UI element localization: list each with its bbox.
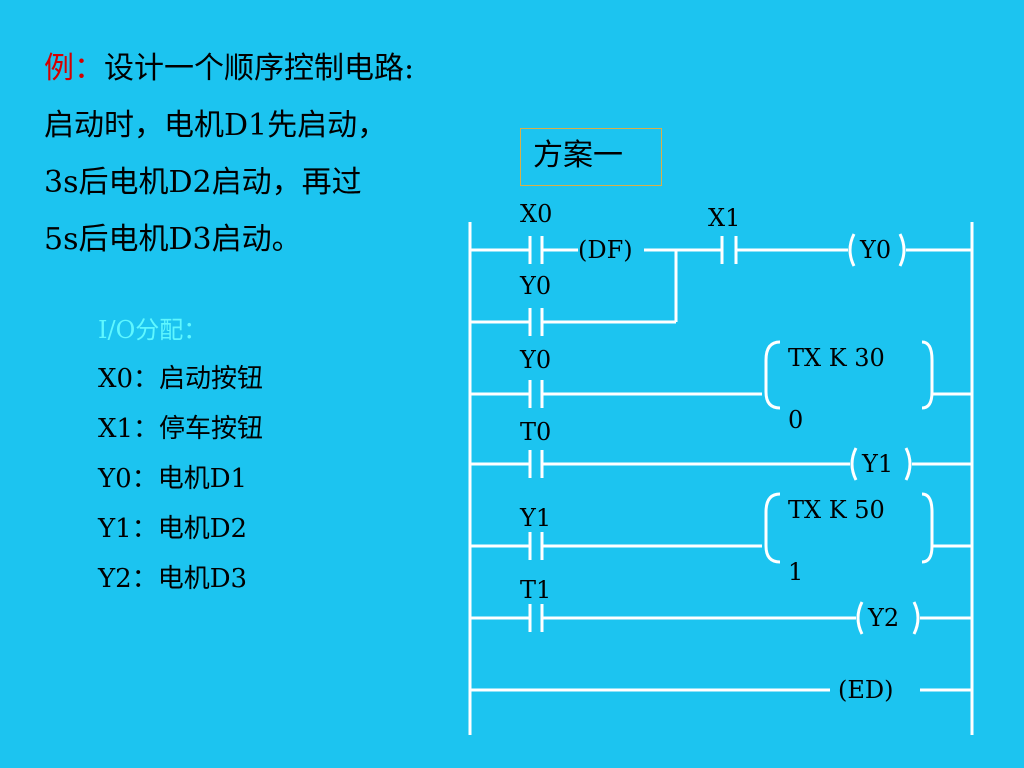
problem-line-3: 5s后电机D3启动。: [44, 222, 302, 257]
io-item-x1: X1：停车按钮: [98, 414, 264, 444]
label-t0: T0: [520, 418, 552, 446]
timer1-bracket-left: [764, 492, 781, 564]
io-item-y1: Y1：电机D2: [98, 514, 248, 544]
label-timer0-number: 0: [788, 406, 804, 434]
scheme-label-box: 方案一: [520, 128, 662, 186]
problem-title-line: 例：设计一个顺序控制电路:: [44, 54, 414, 84]
label-y2-coil: Y2: [868, 604, 900, 632]
timer0-bracket-right: [921, 340, 934, 410]
label-timer1-setting: TX K 50: [788, 496, 885, 524]
y0-coil-right: [898, 233, 906, 267]
timer0-bracket-left: [764, 340, 781, 410]
problem-line-1: 启动时，电机D1先启动，: [44, 108, 388, 143]
label-y0-contact: Y0: [520, 346, 552, 374]
label-ed: (ED): [838, 676, 894, 704]
label-y0-hold: Y0: [520, 272, 552, 300]
io-heading: I/O分配：: [98, 316, 208, 344]
example-prefix: 例：: [44, 51, 104, 86]
label-x0: X0: [520, 200, 553, 228]
timer1-bracket-right: [921, 492, 934, 564]
io-item-y2: Y2：电机D3: [98, 564, 248, 594]
label-t1: T1: [520, 576, 552, 604]
label-timer1-number: 1: [788, 558, 804, 586]
label-y1-contact: Y1: [520, 504, 552, 532]
y0-coil-left: [848, 233, 856, 267]
problem-line-2: 3s后电机D2启动，再过: [44, 165, 362, 200]
y2-coil-left: [856, 601, 864, 635]
y2-coil-right: [912, 601, 920, 635]
label-y0-coil: Y0: [860, 236, 892, 264]
io-item-y0: Y0：电机D1: [98, 464, 248, 494]
y1-coil-right: [904, 447, 912, 481]
label-y1-coil: Y1: [862, 450, 894, 478]
io-item-x0: X0：启动按钮: [98, 364, 264, 394]
label-x1: X1: [708, 204, 741, 232]
label-timer0-setting: TX K 30: [788, 344, 885, 372]
y1-coil-left: [850, 447, 858, 481]
scheme-label: 方案一: [533, 138, 623, 173]
label-df: (DF): [578, 236, 633, 264]
problem-title: 设计一个顺序控制电路:: [104, 51, 415, 86]
